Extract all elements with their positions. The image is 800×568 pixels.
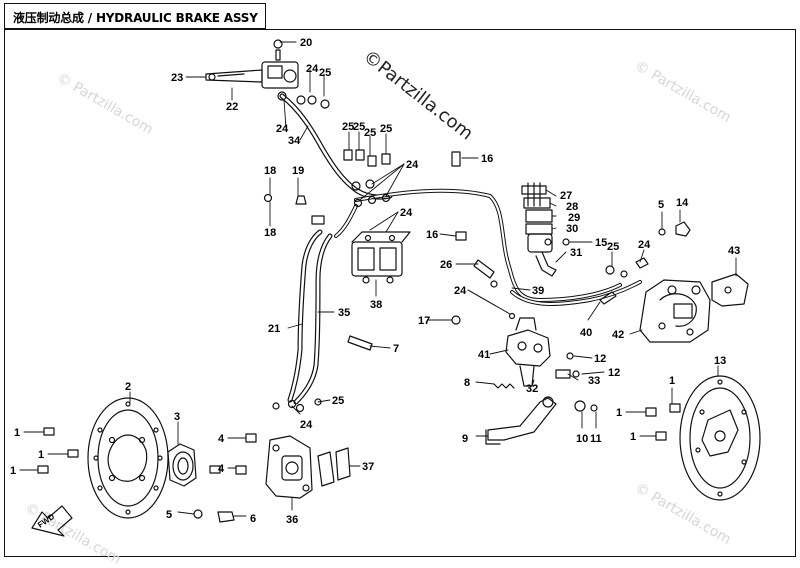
callout: 39: [532, 285, 544, 297]
callout: 13: [714, 355, 726, 367]
callout: 23: [171, 72, 183, 84]
bleeder-screw: [193, 509, 235, 523]
callout: 17: [418, 315, 430, 327]
callout: 35: [338, 307, 350, 319]
callout: 1: [616, 407, 622, 419]
mount-bolts-18: [263, 193, 325, 225]
callout: 1: [38, 449, 44, 461]
callout: 28: [566, 201, 578, 213]
rear-disc-bolts: [645, 403, 681, 441]
callout: 27: [560, 190, 572, 202]
callout: 22: [226, 101, 238, 113]
callout: 18: [264, 165, 276, 177]
callouts: 20 23 22 24 25 24 34 25 25 25 25 24 16 1…: [10, 37, 740, 530]
callout: 25: [364, 127, 376, 139]
callout: 3: [174, 411, 180, 423]
rear-caliper: [605, 221, 749, 343]
callout: 5: [658, 199, 664, 211]
banjo-fittings-lower: [272, 398, 322, 413]
callout: 6: [250, 513, 256, 525]
guide-rod: [347, 335, 373, 351]
callout: 9: [462, 433, 468, 445]
callout: 36: [286, 514, 298, 526]
callout: 25: [380, 123, 392, 135]
callout: 4: [218, 463, 225, 475]
callout: 38: [370, 299, 382, 311]
callout: 29: [568, 212, 580, 224]
callout: 21: [268, 323, 280, 335]
callout: 5: [166, 509, 172, 521]
callout: 16: [481, 153, 493, 165]
callout: 4: [218, 433, 225, 445]
callout: 25: [607, 241, 619, 253]
fwd-label: FWD: [36, 512, 56, 530]
brake-line-mid-link: [334, 204, 358, 238]
callout: 1: [14, 427, 20, 439]
callout: 15: [595, 237, 607, 249]
front-caliper: [265, 435, 351, 499]
callout: 1: [10, 465, 16, 477]
fwd-arrow: [31, 505, 73, 537]
callout: 42: [612, 329, 624, 341]
callout: 2: [125, 381, 131, 393]
junction-block: [351, 231, 411, 284]
callout: 33: [588, 375, 600, 387]
callout: 24: [276, 123, 289, 135]
callout: 25: [332, 395, 344, 407]
brake-disc-front: [87, 397, 169, 519]
callout: 12: [594, 353, 606, 365]
callout: 25: [353, 121, 365, 133]
callout: 1: [669, 375, 675, 387]
callout: 10: [576, 433, 588, 445]
brake-line-rear-main: [354, 188, 622, 302]
callout: 24: [300, 419, 313, 431]
callout: 24: [400, 207, 413, 219]
callout: 11: [590, 433, 602, 445]
title-box: 液压制动总成 / HYDRAULIC BRAKE ASSY: [4, 3, 266, 29]
callout: 1: [630, 431, 636, 443]
brake-hose-front-left: [287, 229, 323, 403]
callout: 24: [638, 239, 651, 251]
callout: 20: [300, 37, 312, 49]
diagram-title: 液压制动总成 / HYDRAULIC BRAKE ASSY: [13, 11, 258, 25]
callout: 24: [454, 285, 467, 297]
callout: 7: [393, 343, 399, 355]
brake-disc-rear: [679, 375, 761, 501]
callout: 24: [406, 159, 419, 171]
callout: 32: [526, 383, 538, 395]
callout: 16: [426, 229, 438, 241]
callout: 41: [478, 349, 490, 361]
callout: 24: [306, 63, 319, 75]
diagram-frame: [4, 29, 796, 557]
master-cylinder-handlebar: [205, 39, 299, 89]
callout: 43: [728, 245, 740, 257]
callout: 19: [292, 165, 304, 177]
leader-lines: [19, 41, 737, 517]
callout: 37: [362, 461, 374, 473]
banjo-fittings-top: [277, 91, 467, 241]
callout: 34: [288, 135, 301, 147]
callout: 40: [580, 327, 592, 339]
callout: 12: [608, 367, 620, 379]
brake-line-to-caliper-right: [510, 280, 642, 306]
brake-hose-front-left-2: [293, 233, 333, 405]
callout: 25: [342, 121, 354, 133]
callout: 26: [440, 259, 452, 271]
callout: 14: [676, 197, 689, 209]
rear-master-cylinder-body: [505, 317, 580, 387]
callout: 25: [319, 67, 331, 79]
callout: 8: [464, 377, 470, 389]
callout: 18: [264, 227, 276, 239]
callout: 30: [566, 223, 578, 235]
callout: 31: [570, 247, 582, 259]
brake-pedal: [485, 383, 598, 445]
disc-hub: [167, 443, 197, 487]
